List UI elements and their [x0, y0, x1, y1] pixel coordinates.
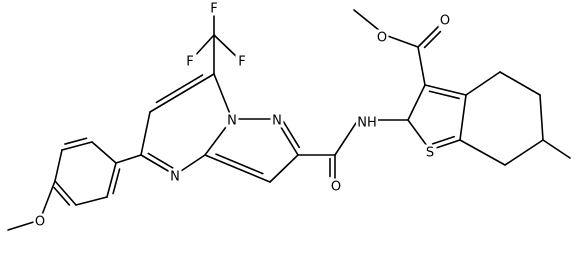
bond-cester-o — [417, 24, 441, 48]
bond-c6-c7-inner — [155, 74, 204, 104]
label-O-ester-ether: O — [377, 31, 387, 46]
bond-ar3-ar4 — [54, 149, 63, 182]
label-N-pyrimidine-background — [168, 168, 182, 184]
label-O-amide: O — [331, 180, 341, 195]
label-NH: NH — [357, 116, 377, 131]
bond-ar6-ar1-inner — [112, 168, 121, 195]
label-O-amide-background — [329, 178, 343, 194]
label-N-pyrazole-background — [270, 112, 284, 128]
bond-camide-nh — [334, 122, 357, 156]
bond-ar6-ar1 — [106, 162, 117, 198]
bond-c7-c7at — [459, 139, 506, 166]
label-N-pyrazole: N — [272, 114, 282, 129]
bond-c3t-c3at — [424, 84, 467, 96]
bond-c5-c6 — [539, 94, 544, 141]
label-F1: F — [210, 2, 217, 17]
bond-c3at-c7at — [459, 94, 467, 141]
label-S-background — [423, 144, 437, 160]
bond-cf3-f3 — [213, 34, 239, 59]
bond-c7at-s-inner — [431, 135, 456, 145]
label-F3-background — [235, 53, 249, 69]
bond-ar2-ar3 — [61, 141, 93, 151]
bond-c3t-c3at-inner — [428, 90, 460, 100]
bond-ar2-ar3-inner — [64, 137, 88, 145]
label-O-ester-carbonyl: O — [440, 14, 450, 29]
bond-c3at-c4 — [465, 71, 501, 96]
label-N-bridge: N — [227, 114, 237, 129]
bond-ar4-ar5-inner — [53, 186, 71, 206]
bond-c6-c7 — [504, 139, 544, 166]
label-NH-background — [356, 114, 378, 130]
bond-c6-c7 — [149, 73, 215, 113]
label-O-ester-ether-background — [375, 29, 389, 45]
bond-c5-c6 — [140, 111, 151, 156]
bond-c6-methyl — [542, 139, 571, 159]
bond-c2-c3 — [269, 154, 299, 183]
label-O-methoxy-background — [33, 213, 47, 229]
label-O-methoxy: O — [35, 215, 45, 230]
bond-c3t-cester — [417, 46, 426, 86]
label-O-ester-carbonyl-background — [438, 12, 452, 28]
bond-c3-c3a-inner — [215, 153, 264, 175]
bond-c5-aryl — [115, 154, 142, 164]
label-F3: F — [238, 55, 245, 70]
bond-ar4-ar5 — [54, 180, 77, 206]
label-N-pyrimidine: N — [170, 170, 180, 185]
bond-n4-c5-inner — [147, 152, 174, 169]
bond-cester-o-inner — [423, 30, 442, 49]
bond-layer — [7, 9, 571, 231]
label-F1-background — [207, 0, 221, 16]
atom-label-layer: F F F O O NH N N N S O O — [33, 0, 452, 230]
bond-c7-n7a — [213, 73, 233, 120]
bond-c3-c3a — [204, 154, 271, 183]
label-S: S — [426, 146, 434, 161]
label-F2-background — [183, 53, 197, 69]
label-N-bridge-background — [225, 112, 239, 128]
label-F2: F — [186, 55, 193, 70]
bond-ar1-ar2 — [91, 141, 117, 164]
bond-c4-c5 — [499, 71, 541, 96]
bond-ar5-ar6 — [75, 196, 108, 206]
bond-c2t-c3t — [407, 84, 426, 121]
bond-n1-c2-inner — [282, 120, 300, 149]
bond-cester-oether — [384, 34, 419, 48]
